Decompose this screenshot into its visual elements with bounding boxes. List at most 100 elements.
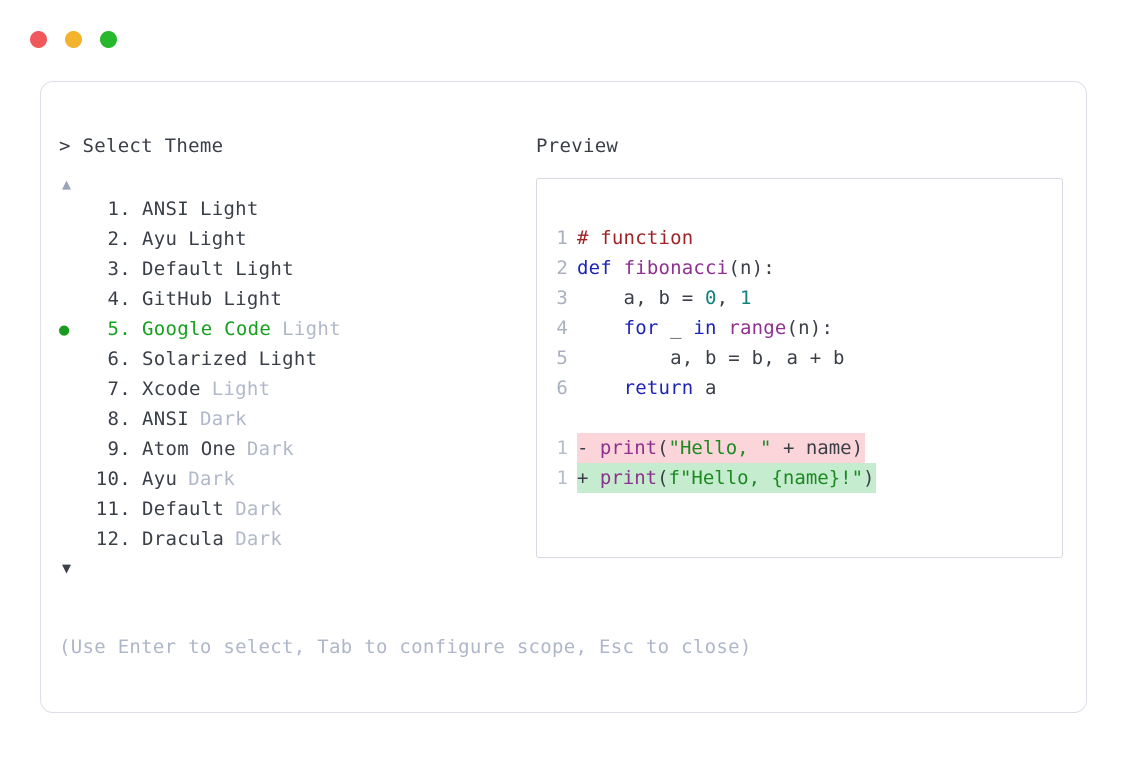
selected-bullet-icon: ● xyxy=(59,320,70,340)
code-token-func: range xyxy=(728,317,787,339)
diff-line-del: 1 - print("Hello, " + name) xyxy=(537,433,1062,463)
code-line-text: a, b = 0, 1 xyxy=(577,283,752,313)
bullet-placeholder xyxy=(59,225,87,255)
diff-sign: + xyxy=(577,467,600,489)
theme-option-name: Xcode xyxy=(142,378,201,400)
theme-option-number: 5. xyxy=(107,318,131,340)
scroll-down-arrow-icon[interactable]: ▼ xyxy=(62,559,72,577)
bullet-placeholder xyxy=(59,195,87,225)
bullet-placeholder xyxy=(59,465,87,495)
theme-option-number: 6. xyxy=(107,348,131,370)
line-number: 4 xyxy=(556,317,568,339)
line-number: 6 xyxy=(556,377,568,399)
theme-option-variant: Light xyxy=(223,288,283,310)
line-number: 3 xyxy=(556,287,568,309)
code-preview-box: 1 # function 2 def fibonacci(n): 3 a, b = 0,… xyxy=(536,178,1063,558)
line-number: 1 xyxy=(556,227,568,249)
line-number: 1 xyxy=(556,467,568,489)
theme-option-name: Default xyxy=(142,498,225,520)
diff-block: 1- print("Hello, " + name)1+ print(f"Hel… xyxy=(537,433,1062,493)
code-token-plain xyxy=(577,377,624,399)
code-token-string: f"Hello, {name}!" xyxy=(668,467,864,489)
theme-option-variant: Light xyxy=(258,348,318,370)
diff-line-text: + print(f"Hello, {name}!") xyxy=(577,463,877,493)
theme-option-variant: Dark xyxy=(235,528,283,550)
close-window-button[interactable] xyxy=(30,30,47,48)
code-token-comment: # function xyxy=(577,227,694,249)
theme-option-number: 11. xyxy=(95,498,131,520)
bullet-placeholder xyxy=(59,345,87,375)
theme-option-number: 7. xyxy=(107,378,131,400)
code-token-keyword: in xyxy=(693,317,717,339)
theme-option-variant: Dark xyxy=(188,468,236,490)
bullet-placeholder xyxy=(59,435,87,465)
diff-line-text: - print("Hello, " + name) xyxy=(577,433,866,463)
code-line-text: # function xyxy=(577,223,693,253)
scroll-up-arrow-icon[interactable]: ▲ xyxy=(62,175,72,193)
code-token-punct: ) xyxy=(863,467,875,489)
theme-option-number: 2. xyxy=(107,228,131,250)
code-line-text: return a xyxy=(577,373,717,403)
code-token-punct: ( xyxy=(657,467,669,489)
window-titlebar xyxy=(0,0,1129,78)
theme-option-number: 12. xyxy=(95,528,131,550)
code-token-plain: _ xyxy=(658,317,694,339)
code-token-plain xyxy=(717,317,729,339)
theme-option-row[interactable]: 10. Ayu Dark xyxy=(59,464,529,494)
code-token-plain: , xyxy=(716,287,740,309)
theme-option-name: GitHub xyxy=(142,288,213,310)
code-line-text: for _ in range(n): xyxy=(577,313,833,343)
theme-option-name: Default xyxy=(142,258,225,280)
bullet-placeholder xyxy=(59,495,87,525)
code-token-plain: a, b = b, a + b xyxy=(577,347,845,369)
bullet-placeholder xyxy=(59,525,87,555)
theme-option-number: 1. xyxy=(107,198,131,220)
code-token-plain xyxy=(577,317,624,339)
line-number: 2 xyxy=(556,257,568,279)
code-token-func: fibonacci xyxy=(623,257,729,279)
theme-option-name: ANSI xyxy=(142,408,189,430)
theme-option-variant: Dark xyxy=(199,408,247,430)
code-token-punct: ( xyxy=(657,437,669,459)
maximize-window-button[interactable] xyxy=(100,30,117,48)
theme-option-name: Google Code xyxy=(142,318,272,340)
code-token-plain: + name) xyxy=(771,437,864,459)
code-token-plain: a, b = xyxy=(577,287,706,309)
theme-option-row[interactable]: ● 5. Google Code Light xyxy=(59,314,529,344)
preview-title: Preview xyxy=(536,135,619,157)
theme-option-variant: Light xyxy=(199,198,259,220)
line-number: 5 xyxy=(556,347,568,369)
keyboard-hint: (Use Enter to select, Tab to configure s… xyxy=(59,636,752,658)
line-number: 1 xyxy=(556,437,568,459)
code-spacer xyxy=(537,403,1062,433)
code-token-punct: (n): xyxy=(728,257,775,279)
theme-option-variant: Light xyxy=(282,318,341,340)
theme-option-name: Ayu xyxy=(142,468,178,490)
code-line-text: a, b = b, a + b xyxy=(577,343,845,373)
theme-option-number: 3. xyxy=(107,258,131,280)
code-token-keyword: def xyxy=(577,257,624,279)
minimize-window-button[interactable] xyxy=(65,30,82,48)
theme-option-number: 10. xyxy=(95,468,131,490)
code-token-number: 0 xyxy=(705,287,717,309)
code-token-func: print xyxy=(599,467,658,489)
bullet-placeholder xyxy=(59,285,87,315)
preview-column: Preview 1 # function 2 def fibonacci(n): 3 a… xyxy=(536,132,1076,558)
code-token-keyword: for xyxy=(623,317,659,339)
code-token-keyword: return xyxy=(623,377,694,399)
theme-option-number: 9. xyxy=(107,438,131,460)
